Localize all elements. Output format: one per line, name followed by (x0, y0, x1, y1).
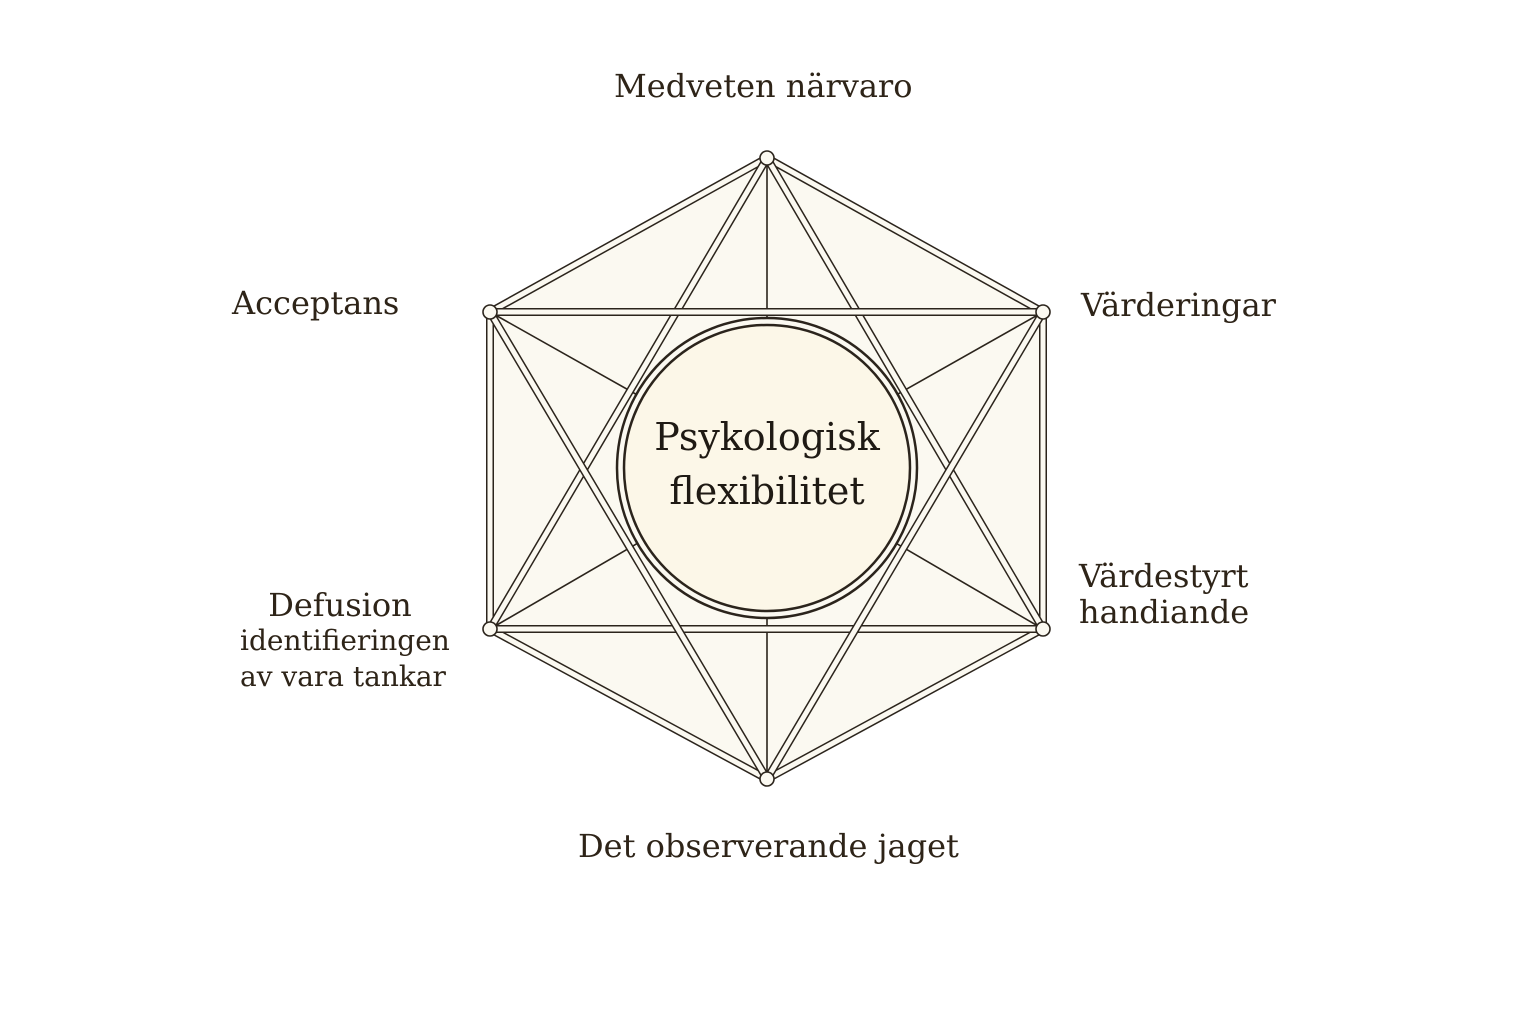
center-title: Psykologisk flexibilitet (617, 410, 917, 518)
label-line: Värdestyrt (1079, 557, 1249, 595)
node-dot (482, 304, 498, 320)
label-line: Defusion (268, 586, 412, 624)
triangle-edge-inner (764, 310, 1046, 781)
triangle-edge-inner (764, 156, 1046, 631)
hexagon-edge-inner (488, 155, 769, 315)
label-acceptans: Acceptans (232, 284, 400, 322)
triangle-edge-inner (487, 310, 770, 781)
spoke-line (897, 311, 1044, 395)
label-line: av vara tankar (240, 660, 446, 693)
node-dot (482, 621, 498, 637)
spoke-line (896, 542, 1044, 630)
label-line: identifieringen (240, 624, 450, 657)
node-dot (1035, 621, 1051, 637)
spoke-line (489, 542, 638, 630)
center-title-line: Psykologisk (654, 415, 880, 459)
label-medveten-narvaro: Medveten närvaro (614, 67, 913, 105)
node-dot (1035, 304, 1051, 320)
center-circle-inner (622, 323, 912, 613)
hexagon-edge-inner (765, 626, 1045, 782)
label-det-observerande-jaget: Det observerande jaget (578, 827, 959, 865)
label-varderingar: Värderingar (1081, 286, 1276, 324)
center-title-line: flexibilitet (669, 469, 865, 513)
node-dot (759, 771, 775, 787)
triangle-edge-inner (487, 156, 770, 631)
node-dot (759, 150, 775, 166)
label-line: handiande (1079, 593, 1250, 631)
label-defusion: Defusion identifieringen av vara tankar (240, 586, 450, 695)
spoke-line (489, 311, 637, 396)
hexagon-edge-inner (488, 626, 769, 782)
label-vardestyrt-handiande: Värdestyrt handiande (1079, 558, 1249, 630)
hexagon-edge-inner (765, 155, 1045, 315)
